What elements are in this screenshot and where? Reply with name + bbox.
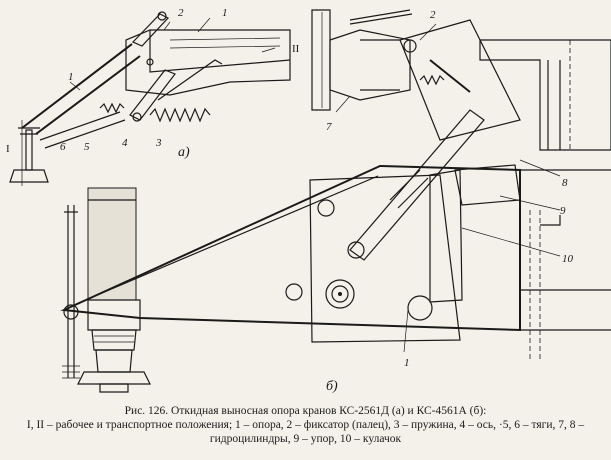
cam-10 [429,169,463,303]
crane-column [87,187,137,301]
leaders-a [69,17,276,91]
drawing-a: I II 1 2 1 6 5 4 3 a) [6,7,300,186]
cylinder-8-pin [347,241,365,259]
label-a-6: 6 [60,141,66,153]
outrigger-beam-bottom [35,55,141,135]
spring-small [99,102,125,114]
arm-upper [131,13,169,47]
upper-bracket [399,19,521,141]
pad-plate [311,9,331,111]
technical-drawing: I II 1 2 1 6 5 4 3 a) [6,7,611,394]
label-b-9: 9 [560,205,566,217]
support-rod [67,205,75,378]
cylinder-7-bands [360,39,400,91]
leg-a [25,129,33,171]
latch-2 [429,59,471,93]
upper-rods [349,9,413,25]
label-b-1: 1 [404,357,410,369]
arm-pin [157,11,167,21]
stop-9 [454,164,521,206]
frame-rails [520,169,611,331]
frame-step [540,215,561,226]
cylinder-7-body [329,29,411,101]
bracket-plate [309,174,461,343]
label-b-10: 10 [562,253,574,265]
label-b-7: 7 [326,121,332,133]
pivot-left [285,283,303,301]
label-a-4: 4 [122,137,128,149]
frame-upper-ribs [547,60,561,150]
subfigure-label-b: б) [326,379,338,394]
rod-6 [39,111,121,141]
drawing-b: 2 7 8 9 10 1 б) [60,9,611,394]
pivot-upper [317,199,335,217]
main-pivot-inner [331,285,349,303]
jack-thread [94,335,134,343]
figure-caption: Рис. 126. Откидная выносная опора кранов… [4,404,607,446]
outrigger-inner [75,175,379,305]
label-a-1-top: 1 [222,7,228,19]
label-a-1-left: 1 [68,71,74,83]
frame-edge [149,30,291,73]
jack-screw [91,329,137,351]
label-a-5: 5 [84,141,90,153]
pivot-right [407,295,433,321]
pin-2 [146,58,154,66]
latch-spring [419,74,445,86]
leg-foot [9,169,49,183]
jack-foot [77,371,151,385]
subfigure-label-a: a) [178,145,190,160]
lever-4 [129,69,176,121]
upper-pin [403,39,417,53]
pivot-center [338,292,342,296]
jack-lower [95,349,133,373]
cylinder-8 [349,109,485,261]
link [157,59,223,101]
label-b-2: 2 [430,9,436,21]
jack-pad [99,383,129,393]
label-pos-I: I [6,143,10,155]
outrigger-beam-top [21,43,133,129]
frame-dashed [529,210,541,360]
rod-threads [62,365,80,379]
label-a-3: 3 [155,137,162,149]
frame-box [125,29,291,96]
jack-body [87,299,141,331]
frame-upper [479,39,611,151]
spring-3 [149,107,211,123]
rod-5 [44,119,126,149]
label-pos-II: II [292,43,300,55]
outrigger-1 [60,164,521,332]
axis-4 [132,112,142,122]
frame-rib [169,37,281,49]
label-a-2: 2 [178,7,184,19]
leaders-b [335,23,561,353]
label-b-8: 8 [562,177,568,189]
caption-title: Рис. 126. Откидная выносная опора кранов… [124,405,487,417]
main-pivot-outer [325,279,355,309]
cylinder-8-rings [389,169,429,209]
caption-legend: I, II – рабочее и транспортное положения… [26,419,585,445]
